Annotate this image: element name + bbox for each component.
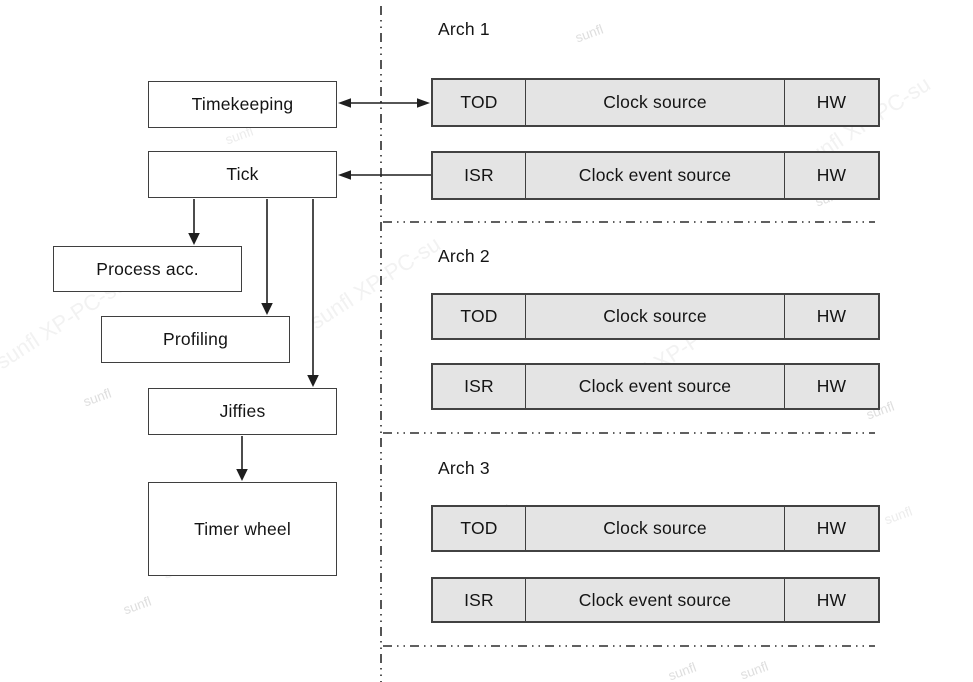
cell-clock-source: Clock source: [525, 507, 785, 550]
cell-hw: HW: [816, 165, 847, 185]
arrowhead-right-icon: [417, 98, 430, 108]
flow-box-timer-wheel: Timer wheel: [148, 482, 337, 576]
flow-box-timekeeping: Timekeeping: [148, 81, 337, 128]
cell-isr: ISR: [464, 376, 494, 396]
cell-clock-source: Clock source: [525, 295, 785, 338]
arrowhead-down-icon: [188, 233, 200, 245]
cell-hw: HW: [816, 518, 847, 538]
cell-clock-event-source: Clock event source: [525, 579, 785, 621]
clock-event-source-row: ISR Clock event source HW: [431, 151, 880, 200]
flow-box-label: Tick: [226, 164, 259, 184]
arrowhead-left-icon: [338, 98, 351, 108]
flow-box-tick: Tick: [148, 151, 337, 198]
arch-section-label: Arch 1: [438, 19, 490, 39]
cell-tod: TOD: [460, 92, 498, 112]
arch-section-label: Arch 2: [438, 246, 490, 266]
flow-box-process-acc: Process acc.: [53, 246, 242, 292]
arrowhead-down-icon: [236, 469, 248, 481]
flow-box-label: Profiling: [162, 329, 229, 349]
clock-event-source-row: ISR Clock event source HW: [431, 577, 880, 623]
flow-box-label: Timekeeping: [191, 94, 294, 114]
cell-clock-source: Clock source: [525, 80, 785, 125]
cell-tod: TOD: [460, 306, 498, 326]
cell-hw: HW: [816, 306, 847, 326]
cell-clock-event-source: Clock event source: [525, 153, 785, 198]
clock-source-row: TOD Clock source HW: [431, 78, 880, 127]
cell-isr: ISR: [464, 589, 494, 610]
cell-clock-event-source: Clock event source: [525, 365, 785, 408]
clock-source-row: TOD Clock source HW: [431, 505, 880, 552]
flow-box-label: Timer wheel: [194, 518, 291, 539]
clock-source-row: TOD Clock source HW: [431, 293, 880, 340]
cell-tod: TOD: [460, 518, 498, 538]
arrowhead-down-icon: [261, 303, 273, 315]
flow-box-label: Process acc.: [96, 258, 199, 279]
arrowhead-down-icon: [307, 375, 319, 387]
flow-box-profiling: Profiling: [101, 316, 290, 363]
arrowhead-left-icon: [338, 170, 351, 180]
cell-isr: ISR: [464, 165, 494, 185]
cell-hw: HW: [816, 92, 847, 112]
flow-box-jiffies: Jiffies: [148, 388, 337, 435]
arch-section-label: Arch 3: [438, 458, 490, 478]
clock-event-source-row: ISR Clock event source HW: [431, 363, 880, 410]
cell-hw: HW: [816, 589, 847, 610]
flow-box-label: Jiffies: [219, 401, 266, 421]
cell-hw: HW: [816, 376, 847, 396]
